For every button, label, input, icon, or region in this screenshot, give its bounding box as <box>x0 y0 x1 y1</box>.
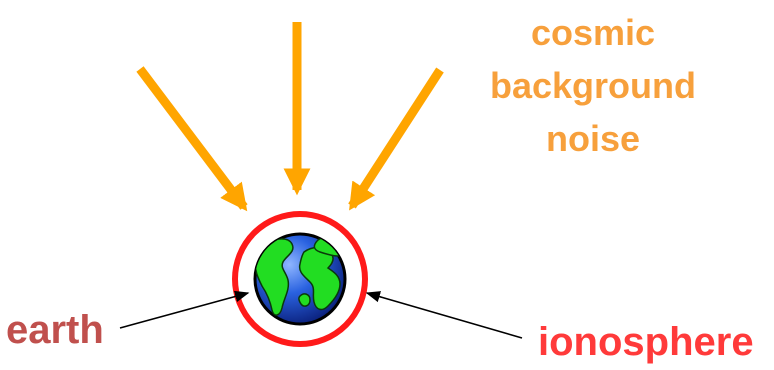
noise-label-line-2: background <box>489 65 696 106</box>
ionosphere-ring <box>232 211 368 347</box>
earth-globe-icon <box>253 232 347 326</box>
earth-label: earth <box>6 308 104 352</box>
ionosphere-pointer-arrow <box>365 291 523 339</box>
noise-label-line-1: cosmic <box>530 12 656 53</box>
ionosphere-label: ionosphere <box>538 320 754 364</box>
noise-arrow-right <box>348 67 444 211</box>
noise-label-line-3: noise <box>545 118 641 159</box>
earth-pointer-arrow <box>119 290 250 329</box>
noise-arrow-left <box>136 66 248 212</box>
cosmic-noise-label: cosmic background noise <box>462 6 724 165</box>
